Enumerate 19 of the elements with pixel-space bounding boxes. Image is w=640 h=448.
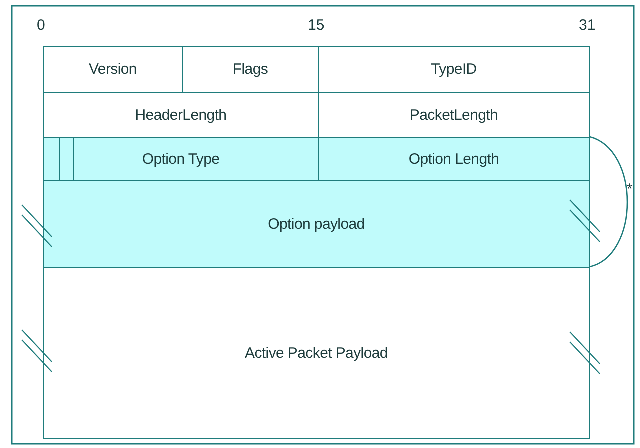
field-name: Flags: [232, 61, 268, 78]
field-cell: [318, 137, 590, 181]
field-cell: [43, 137, 319, 181]
bit-index: 0: [37, 18, 46, 33]
payload-row: [43, 267, 590, 439]
bit-index: 15: [308, 18, 325, 33]
footnote-mark: *: [627, 182, 633, 197]
field-name: TypeID: [431, 61, 477, 78]
field-name: Option payload: [268, 216, 365, 232]
payload-row: [43, 180, 590, 268]
field-name: Option Type: [142, 150, 220, 168]
field-cell: [43, 46, 183, 93]
field-name: Active Packet Payload: [245, 344, 388, 362]
field-name: HeaderLength: [135, 106, 227, 124]
bit-index: 31: [579, 18, 596, 33]
field-cell: [318, 46, 590, 93]
field-name: Version: [89, 61, 137, 78]
field-name: Option Length: [408, 150, 500, 168]
field-name: PacketLength: [410, 106, 498, 124]
